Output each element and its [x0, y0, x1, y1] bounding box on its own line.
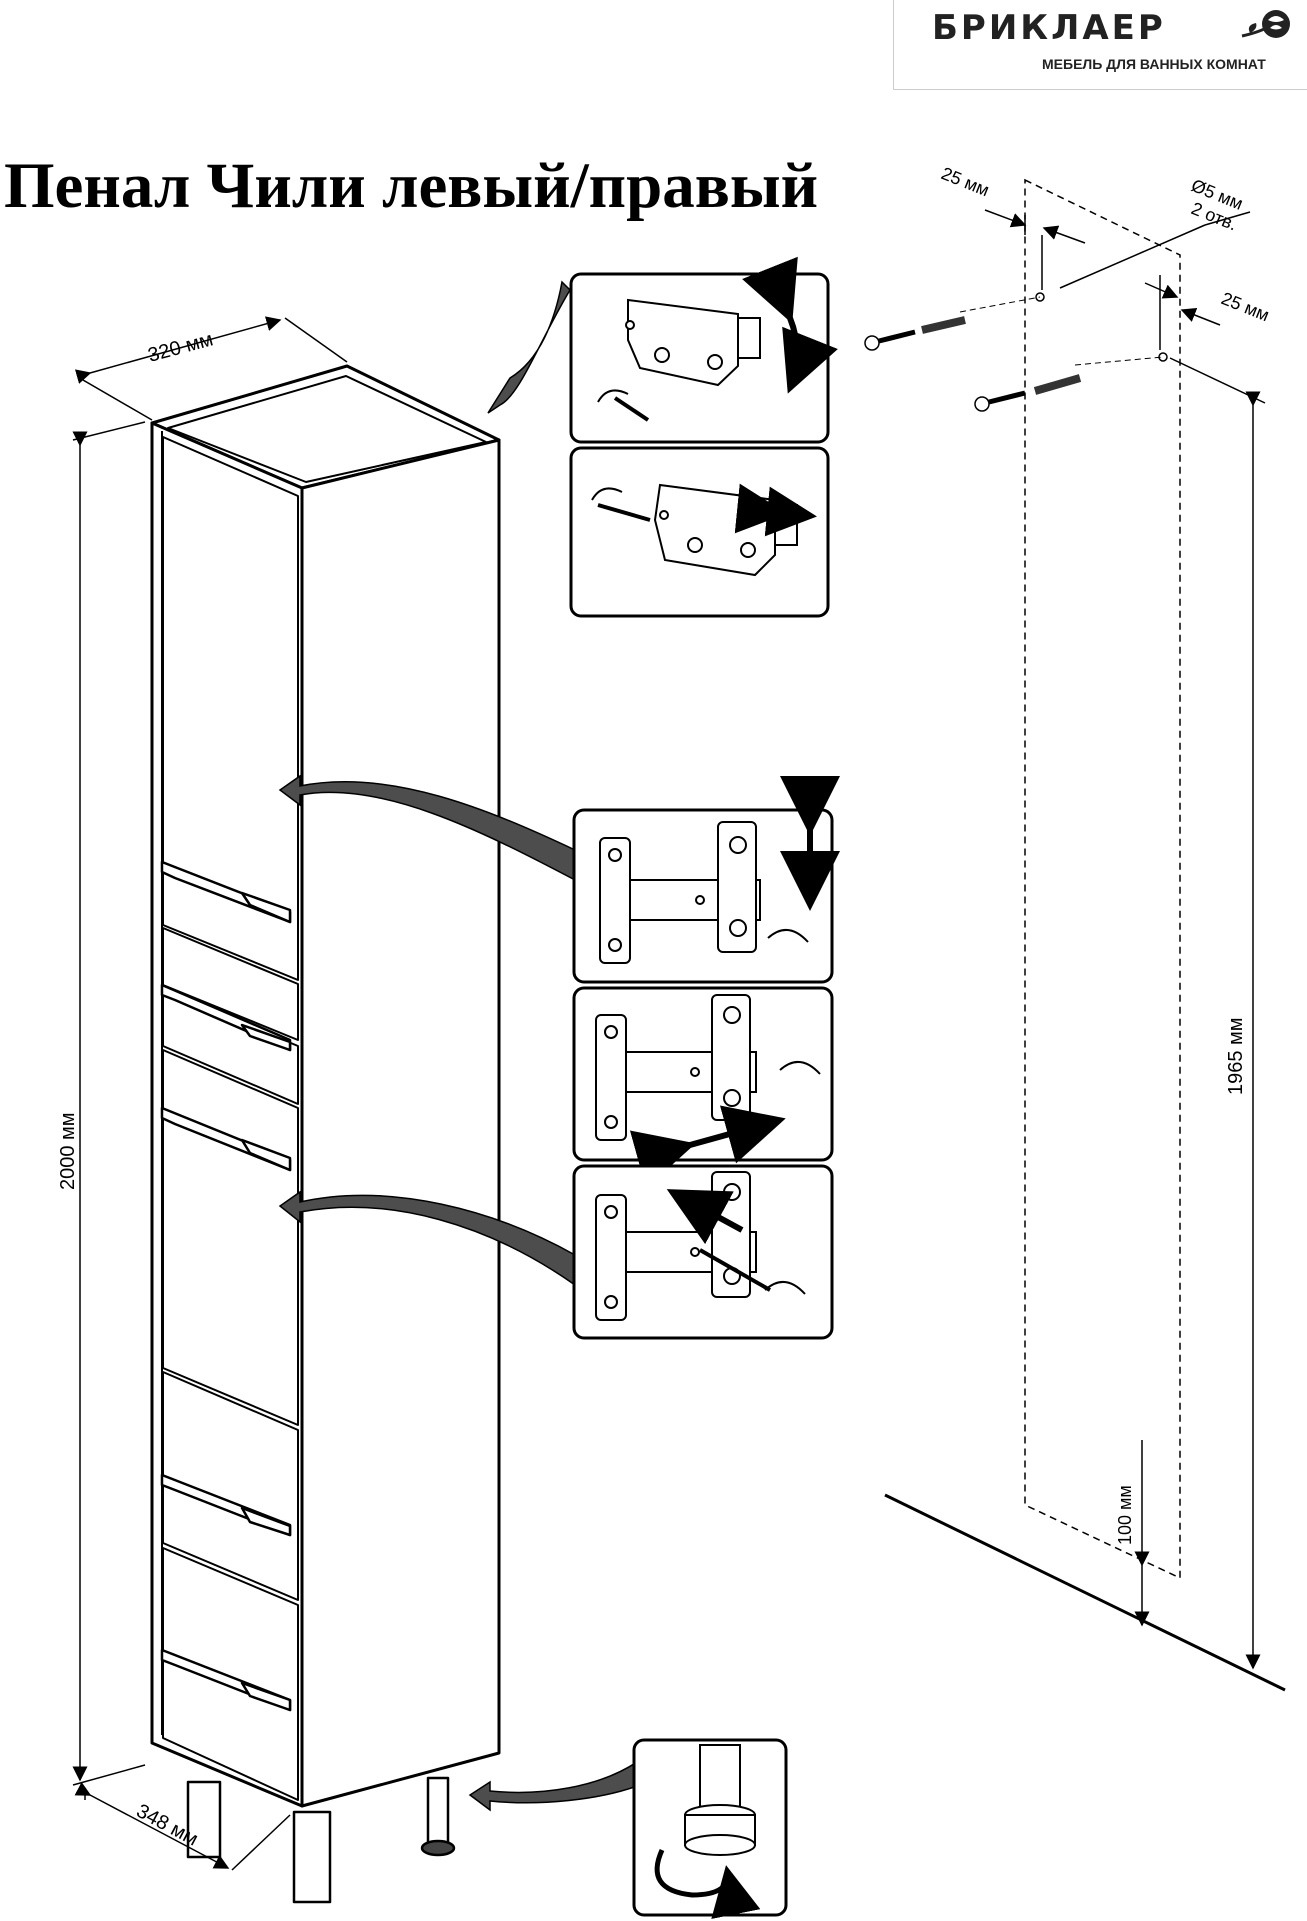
- hinge-icon: [595, 1171, 806, 1321]
- upper-door: [162, 436, 299, 981]
- wall-mount-scheme: [864, 178, 1286, 1692]
- screws: [864, 316, 1082, 412]
- push-latch-icon: [591, 483, 817, 577]
- height-label: 2000 мм: [57, 1112, 79, 1190]
- arrow-to-upper-hinge: [278, 774, 576, 882]
- inset-hinge-side: [572, 986, 834, 1189]
- brand-name: БРИКЛАЕР: [932, 8, 1166, 48]
- brand-tagline: МЕБЕЛЬ ДЛЯ ВАННЫХ КОМНАТ: [1042, 56, 1266, 72]
- push-latch-icon: [597, 256, 838, 422]
- hole-offset-left-label: 25 мм: [939, 163, 993, 200]
- door-handles: [160, 860, 292, 1712]
- inset-catch-depth: [569, 446, 830, 618]
- inset-leg-adjust: [632, 1738, 788, 1920]
- drawer-1: [162, 927, 299, 1041]
- hinge-icon: [599, 776, 840, 964]
- floor-line: [884, 1493, 1286, 1692]
- hole-offset-right-label: 25 мм: [1219, 288, 1273, 325]
- inset-catch-vertical: [569, 256, 838, 444]
- rose-icon: [1241, 10, 1290, 38]
- page-title: Пенал Чили левый/правый: [4, 149, 819, 222]
- lower-door-2: [162, 1547, 299, 1801]
- arrow-to-lower-hinge: [278, 1190, 576, 1287]
- inset-hinge-depth: [572, 1164, 834, 1340]
- floor-gap-label: 100 мм: [1115, 1485, 1135, 1545]
- adjustable-foot-icon: [654, 1744, 761, 1920]
- cabinet-side: [300, 438, 501, 1808]
- hinge-icon: [595, 994, 821, 1189]
- arrow-to-leg: [468, 1758, 641, 1812]
- arrow-to-top: [487, 280, 571, 414]
- inset-hinge-vertical: [572, 776, 840, 984]
- mount-outline: [1024, 178, 1181, 1580]
- width-label: 320 мм: [146, 328, 216, 366]
- middle-door: [162, 1049, 299, 1426]
- brand-block: БРИКЛАЕР МЕБЕЛЬ ДЛЯ ВАННЫХ КОМНАТ: [893, 0, 1307, 90]
- mount-height-label: 1965 мм: [1225, 1017, 1247, 1095]
- callout-arrows: [278, 280, 641, 1812]
- dimension-lines: [72, 316, 348, 1871]
- cabinet-drawing: [150, 364, 501, 1904]
